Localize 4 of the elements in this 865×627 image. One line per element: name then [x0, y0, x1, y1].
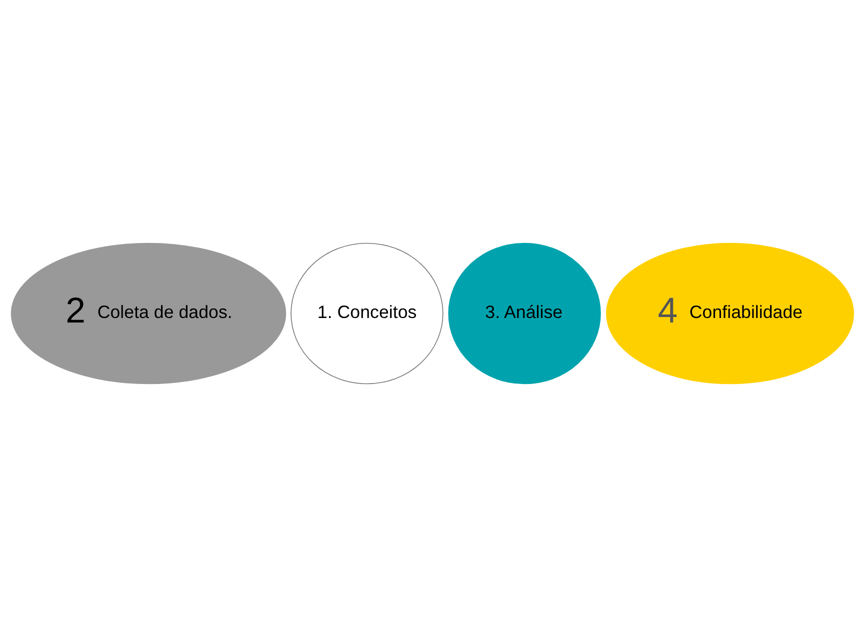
node-ellipse: 2 Coleta de dados.: [10, 242, 286, 384]
node-circle: 1. Conceitos: [290, 242, 444, 384]
node-circle: 3. Análise: [448, 242, 601, 384]
node-ellipse: 4 Confiabilidade: [606, 242, 854, 384]
